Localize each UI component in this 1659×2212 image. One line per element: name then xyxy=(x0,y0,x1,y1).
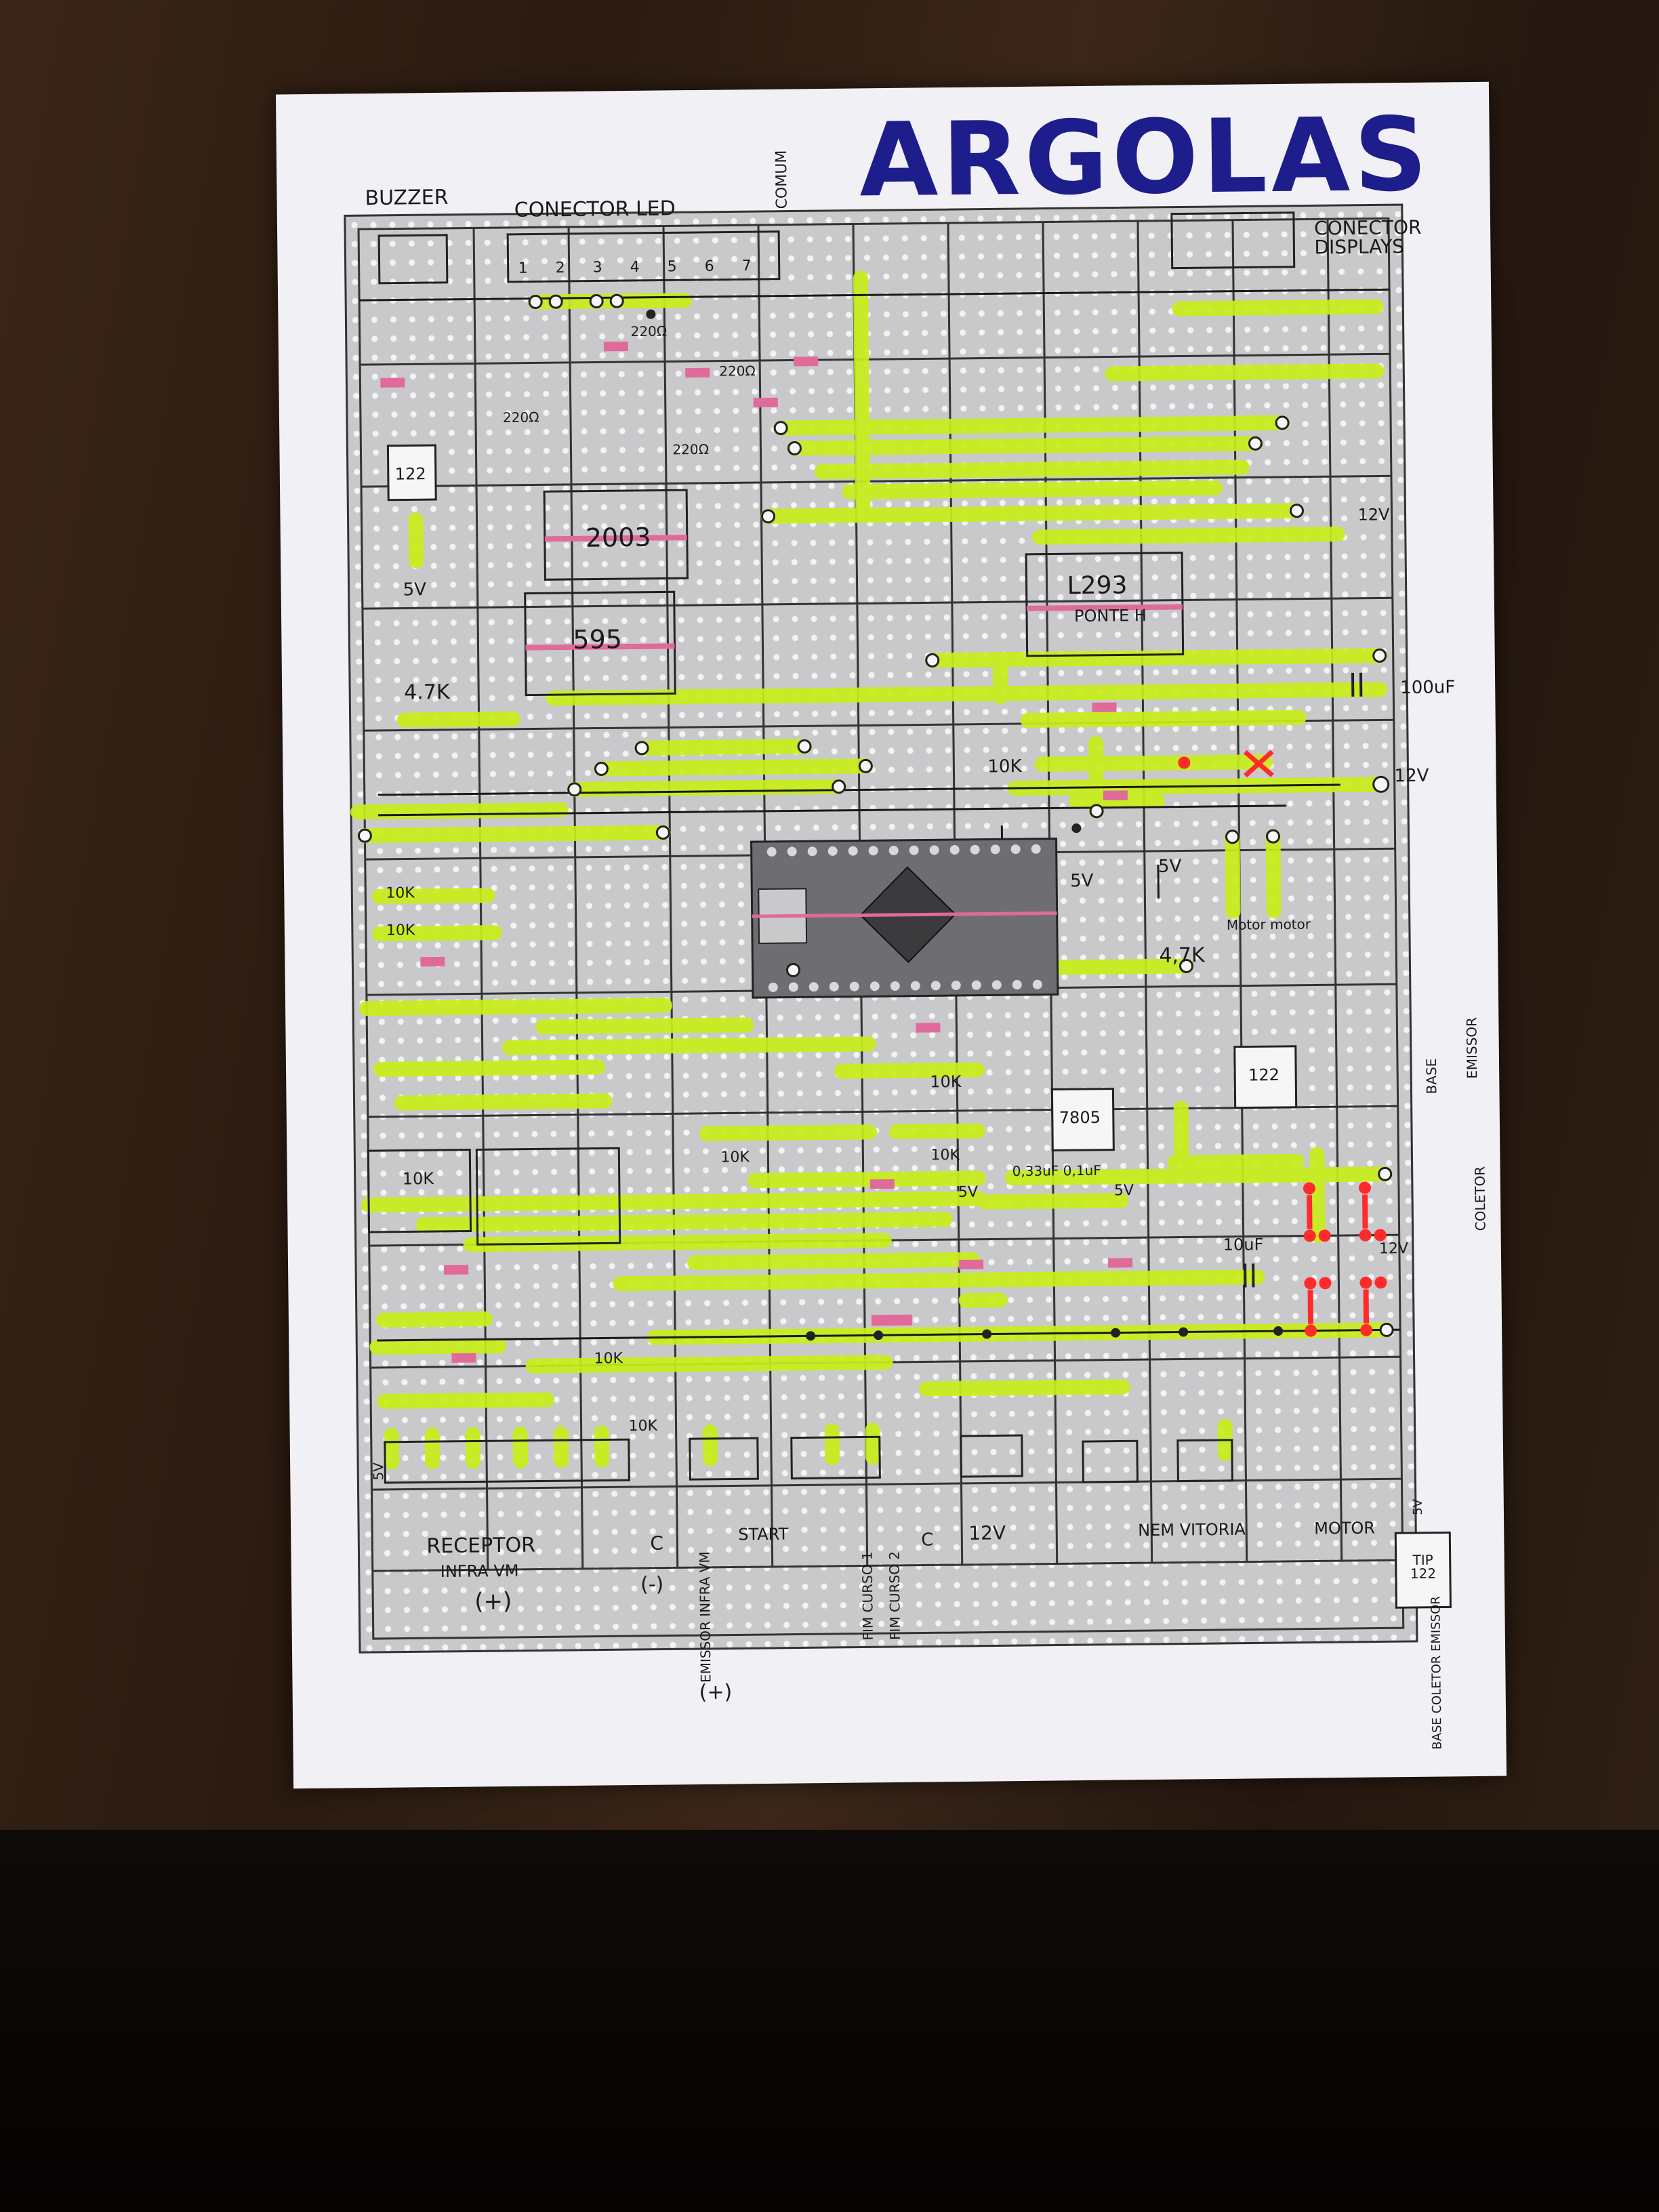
resistor-4-7k-label-a: 4.7K xyxy=(404,680,450,705)
regulator-7805-icon xyxy=(1050,1088,1115,1152)
led-pin-1: 1 xyxy=(518,260,528,277)
fim-curso-1-label: FIM CURSO 1 xyxy=(859,1551,876,1641)
conector-displays-label: CONECTOR DISPLAYS xyxy=(1313,216,1422,259)
five-v-label-f: 5V xyxy=(370,1462,387,1481)
led-pin-7: 7 xyxy=(741,258,752,275)
ic-l293-outline xyxy=(1025,551,1185,657)
dark-pads xyxy=(646,309,1284,1341)
resistor-10k-label-d: 10K xyxy=(930,1071,962,1092)
resistor-10k-label-g: 10K xyxy=(402,1169,434,1189)
c-label-a: C xyxy=(650,1532,664,1555)
base-label: BASE xyxy=(1422,1058,1440,1094)
conector-led-label: CONECTOR LED xyxy=(514,197,676,222)
five-v-label-d: 5V xyxy=(958,1183,979,1201)
resistor-220-label-c: 220Ω xyxy=(502,409,539,426)
plus-label-a: (+) xyxy=(474,1587,512,1616)
ic-2003-outline xyxy=(543,489,689,581)
resistor-10k-label-f: 10K xyxy=(930,1146,960,1164)
black-wires xyxy=(359,288,1401,1342)
motor-label: MOTOR xyxy=(1314,1518,1376,1538)
diode-icon xyxy=(1178,756,1387,1337)
resistor-10k-label-e: 10K xyxy=(720,1149,750,1166)
emissor-infra-vm-label: EMISSOR INFRA VM xyxy=(696,1551,714,1683)
solder-pads xyxy=(357,293,1394,1337)
plus-label-b: (+) xyxy=(699,1680,733,1705)
emissor-label: EMISSOR xyxy=(1463,1017,1481,1079)
five-v-label-b: 5V xyxy=(1070,870,1094,892)
resistor-10k-label-i: 10K xyxy=(628,1417,658,1435)
resistor-10k-label-a: 10K xyxy=(987,756,1022,777)
twelve-v-label-d: 12V xyxy=(968,1521,1006,1544)
tip122-pinout-label: TIP 122 xyxy=(1410,1551,1437,1582)
minus-label-a: (-) xyxy=(640,1572,664,1597)
resistor-icon xyxy=(380,342,1133,1363)
resistor-10k-label-c: 10K xyxy=(386,922,415,939)
dark-floor-background xyxy=(0,1830,1659,2212)
led-pin-2: 2 xyxy=(555,259,565,277)
ic-2003-label: 2003 xyxy=(585,522,651,553)
ic-595-label: 595 xyxy=(573,624,623,655)
transistor-tip122-icon xyxy=(386,444,1452,1609)
tip122-pinout-bottom-label: BASE COLETOR EMISSOR xyxy=(1429,1596,1445,1750)
resistor-220-label-d: 220Ω xyxy=(672,441,710,458)
ponte-h-label: PONTE H xyxy=(1073,606,1147,626)
tip122-mid-label: 122 xyxy=(1248,1065,1280,1085)
five-v-label-c: 5V xyxy=(1158,856,1182,877)
five-v-label-e: 5V xyxy=(1113,1182,1134,1200)
coletor-label: COLETOR xyxy=(1471,1166,1489,1231)
schematic-paper-sheet: ARGOLAS xyxy=(275,81,1507,1789)
header-connectors xyxy=(377,211,1296,1484)
red-x-mark-icon xyxy=(1243,750,1274,778)
resistor-4-7k-label-b: 4,7K xyxy=(1159,943,1205,968)
ic-l293-label: L293 xyxy=(1067,571,1128,600)
resistor-10k-label-h: 10K xyxy=(594,1350,623,1368)
receptor-label: RECEPTOR xyxy=(426,1533,536,1559)
fim-curso-2-label: FIM CURSO 2 xyxy=(886,1551,903,1641)
led-pin-6: 6 xyxy=(704,258,714,275)
ic-lower-left-outline xyxy=(367,1147,621,1246)
five-v-label-a: 5V xyxy=(403,579,427,600)
infra-vm-label: INFRA VM xyxy=(440,1561,519,1582)
led-pin-5: 5 xyxy=(667,258,677,276)
c-label-b: C xyxy=(921,1530,934,1551)
capacitor-icon xyxy=(1244,672,1363,1288)
resistor-10k-label-b: 10K xyxy=(386,884,415,902)
layout-drawing-svg xyxy=(344,203,1452,1654)
regulator-caps-label: 0,33uF 0,1uF xyxy=(1012,1162,1101,1180)
five-v-label-g: 5V xyxy=(1410,1498,1426,1515)
motor-motor-label: Motor motor xyxy=(1226,916,1311,933)
nem-vitoria-label: NEM VITORIA xyxy=(1138,1519,1246,1540)
twelve-v-label-a: 12V xyxy=(1357,505,1390,525)
led-pin-3: 3 xyxy=(592,259,602,276)
twelve-v-label-c: 12V xyxy=(1378,1240,1409,1258)
twelve-v-label-b: 12V xyxy=(1394,765,1429,787)
arduino-nano-icon xyxy=(750,837,1059,999)
resistor-220-label-b: 220Ω xyxy=(719,363,756,380)
resistor-220-label-a: 220Ω xyxy=(630,323,668,340)
buzzer-label: BUZZER xyxy=(365,185,449,211)
start-label: START xyxy=(738,1524,789,1544)
comum-label: COMUM xyxy=(773,150,791,209)
capacitor-10uf-label: 10uF xyxy=(1223,1235,1264,1254)
ic-595-outline xyxy=(524,590,676,697)
regulator-7805-label: 7805 xyxy=(1059,1107,1101,1128)
led-pin-4: 4 xyxy=(630,258,640,276)
capacitor-100uf-label: 100uF xyxy=(1400,677,1456,699)
tip122-top-label: 122 xyxy=(394,464,426,484)
